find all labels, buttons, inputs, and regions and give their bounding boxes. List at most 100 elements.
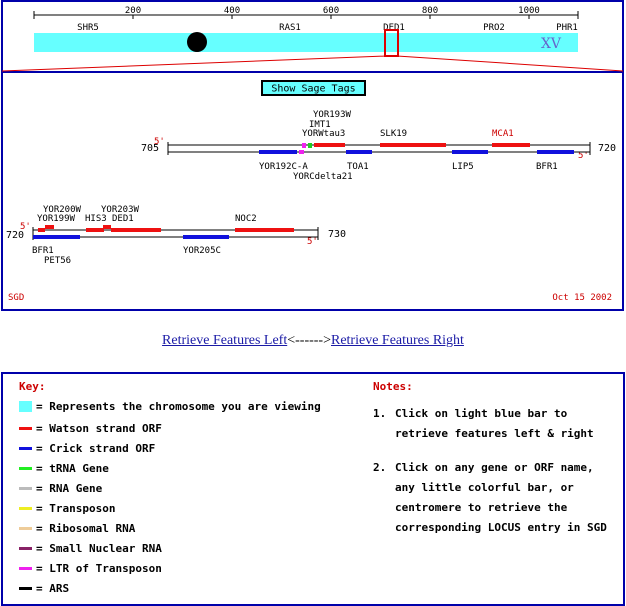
- crick-orf[interactable]: [46, 235, 80, 239]
- crick-orf[interactable]: [346, 150, 372, 154]
- selection-window[interactable]: [384, 29, 399, 57]
- gene-label[interactable]: YOR193W: [313, 110, 352, 120]
- ruler-tick-label: 1000: [518, 6, 540, 16]
- watson-orf[interactable]: [45, 225, 54, 229]
- track2-5prime-right: 5': [307, 237, 318, 247]
- ruler-tick-label: 400: [224, 6, 240, 16]
- overview-gene-label[interactable]: RAS1: [279, 23, 301, 33]
- key-item-label: = Small Nuclear RNA: [36, 541, 162, 555]
- watson-orf[interactable]: [314, 143, 345, 147]
- gene-label[interactable]: TOA1: [347, 162, 369, 172]
- key-item-label: = Transposon: [36, 501, 116, 515]
- note-text: Click on light blue bar to retrieve feat…: [395, 407, 594, 440]
- track1-start: 705: [141, 143, 159, 154]
- key-title: Key:: [19, 380, 46, 393]
- swatch-ribosomal-rna: [19, 526, 32, 530]
- key-item-trna: = tRNA Gene: [19, 461, 109, 475]
- ltr-feature[interactable]: [302, 143, 306, 148]
- key-notes-panel: Key: = Represents the chromosome you are…: [1, 372, 625, 606]
- gene-label[interactable]: BFR1: [32, 246, 54, 256]
- gene-label[interactable]: YOR192C-A: [259, 162, 308, 172]
- gene-label[interactable]: YOR200W: [43, 205, 82, 215]
- swatch-crick: [19, 446, 32, 450]
- ltr-feature[interactable]: [299, 150, 304, 154]
- key-item-chromosome: = Represents the chromosome you are view…: [19, 399, 321, 413]
- gene-label[interactable]: HIS3: [85, 214, 107, 224]
- note-item: 1. Click on light blue bar to retrieve f…: [373, 404, 618, 444]
- gene-label[interactable]: DED1: [112, 214, 134, 224]
- overview-gene-label[interactable]: DED1: [383, 23, 405, 33]
- crick-orf[interactable]: [33, 235, 46, 239]
- retrieve-links: Retrieve Features Left<------>Retrieve F…: [0, 333, 626, 349]
- retrieve-left-link[interactable]: Retrieve Features Left: [162, 333, 288, 348]
- gene-label[interactable]: MCA1: [492, 129, 514, 139]
- gene-label[interactable]: SLK19: [380, 129, 407, 139]
- note-number: 1.: [373, 407, 387, 420]
- gene-label[interactable]: BFR1: [536, 162, 558, 172]
- overview-gene-label[interactable]: PRO2: [483, 23, 505, 33]
- key-item-watson: = Watson strand ORF: [19, 421, 162, 435]
- overview-gene-label[interactable]: PHR1: [556, 23, 578, 33]
- swatch-trna: [19, 466, 32, 470]
- crick-orf[interactable]: [259, 150, 297, 154]
- ruler-tick-label: 200: [125, 6, 141, 16]
- retrieve-separator: <------>: [287, 333, 331, 348]
- ruler-tick-label: 600: [323, 6, 339, 16]
- chromosome-label: XV: [541, 36, 562, 52]
- watson-orf[interactable]: [111, 228, 161, 232]
- key-item-snrna: = Small Nuclear RNA: [19, 541, 162, 555]
- show-sage-tags-button[interactable]: [261, 80, 366, 96]
- notes-list: 1. Click on light blue bar to retrieve f…: [373, 404, 618, 552]
- swatch-snrna: [19, 546, 32, 550]
- centromere-icon[interactable]: [187, 32, 207, 52]
- gene-label[interactable]: YOR203W: [101, 205, 140, 215]
- gene-label[interactable]: YOR205C: [183, 246, 221, 256]
- track1-5prime-right: 5': [578, 151, 589, 161]
- gene-label[interactable]: YOR199W: [37, 214, 76, 224]
- crick-orf[interactable]: [183, 235, 229, 239]
- key-item-crick: = Crick strand ORF: [19, 441, 155, 455]
- swatch-chromosome: [19, 400, 32, 412]
- gene-label[interactable]: YORWtau3: [302, 129, 345, 139]
- key-item-ars: = ARS: [19, 581, 69, 595]
- chromosome-bar[interactable]: [34, 33, 578, 52]
- gene-label[interactable]: NOC2: [235, 214, 257, 224]
- watson-orf[interactable]: [380, 143, 446, 147]
- gene-label[interactable]: IMT1: [309, 120, 331, 130]
- swatch-ltr: [19, 566, 32, 570]
- watson-orf[interactable]: [103, 225, 111, 229]
- crick-orf[interactable]: [452, 150, 488, 154]
- watson-orf[interactable]: [86, 228, 104, 232]
- viewer-svg: 200 400 600 800 1000 SHR5 RAS1 DED1 PRO2…: [1, 0, 624, 311]
- notes-title: Notes:: [373, 380, 413, 393]
- retrieve-right-link[interactable]: Retrieve Features Right: [330, 333, 464, 348]
- show-sage-tags-label[interactable]: Show Sage Tags: [271, 84, 355, 95]
- key-item-ribosomal-rna: = Ribosomal RNA: [19, 521, 135, 535]
- watson-orf[interactable]: [235, 228, 294, 232]
- ruler-tick-label: 800: [422, 6, 438, 16]
- key-item-ltr: = LTR of Transposon: [19, 561, 162, 575]
- crick-orf[interactable]: [537, 150, 574, 154]
- track2-end: 730: [328, 229, 346, 240]
- swatch-rna: [19, 486, 32, 490]
- trna-feature[interactable]: [308, 143, 312, 148]
- viewer-frame: [1, 0, 624, 311]
- key-item-transposon: = Transposon: [19, 501, 115, 515]
- date-footer: Oct 15 2002: [552, 293, 612, 303]
- gene-label[interactable]: LIP5: [452, 162, 474, 172]
- key-item-label: = Ribosomal RNA: [36, 521, 136, 535]
- track2-5prime-left: 5': [20, 222, 31, 232]
- note-text: Click on any gene or ORF name, any littl…: [395, 461, 607, 534]
- zoom-line-left: [1, 55, 387, 72]
- gene-label[interactable]: PET56: [44, 256, 71, 266]
- watson-orf[interactable]: [38, 228, 45, 232]
- zoom-line-right: [396, 55, 624, 72]
- key-item-rna: = RNA Gene: [19, 481, 102, 495]
- key-item-label: = ARS: [36, 581, 70, 595]
- track2-start: 720: [6, 230, 24, 241]
- track1-5prime-left: 5': [154, 137, 165, 147]
- note-item: 2. Click on any gene or ORF name, any li…: [373, 458, 618, 538]
- watson-orf[interactable]: [492, 143, 530, 147]
- gene-label[interactable]: YORCdelta21: [293, 172, 353, 182]
- overview-gene-label[interactable]: SHR5: [77, 23, 99, 33]
